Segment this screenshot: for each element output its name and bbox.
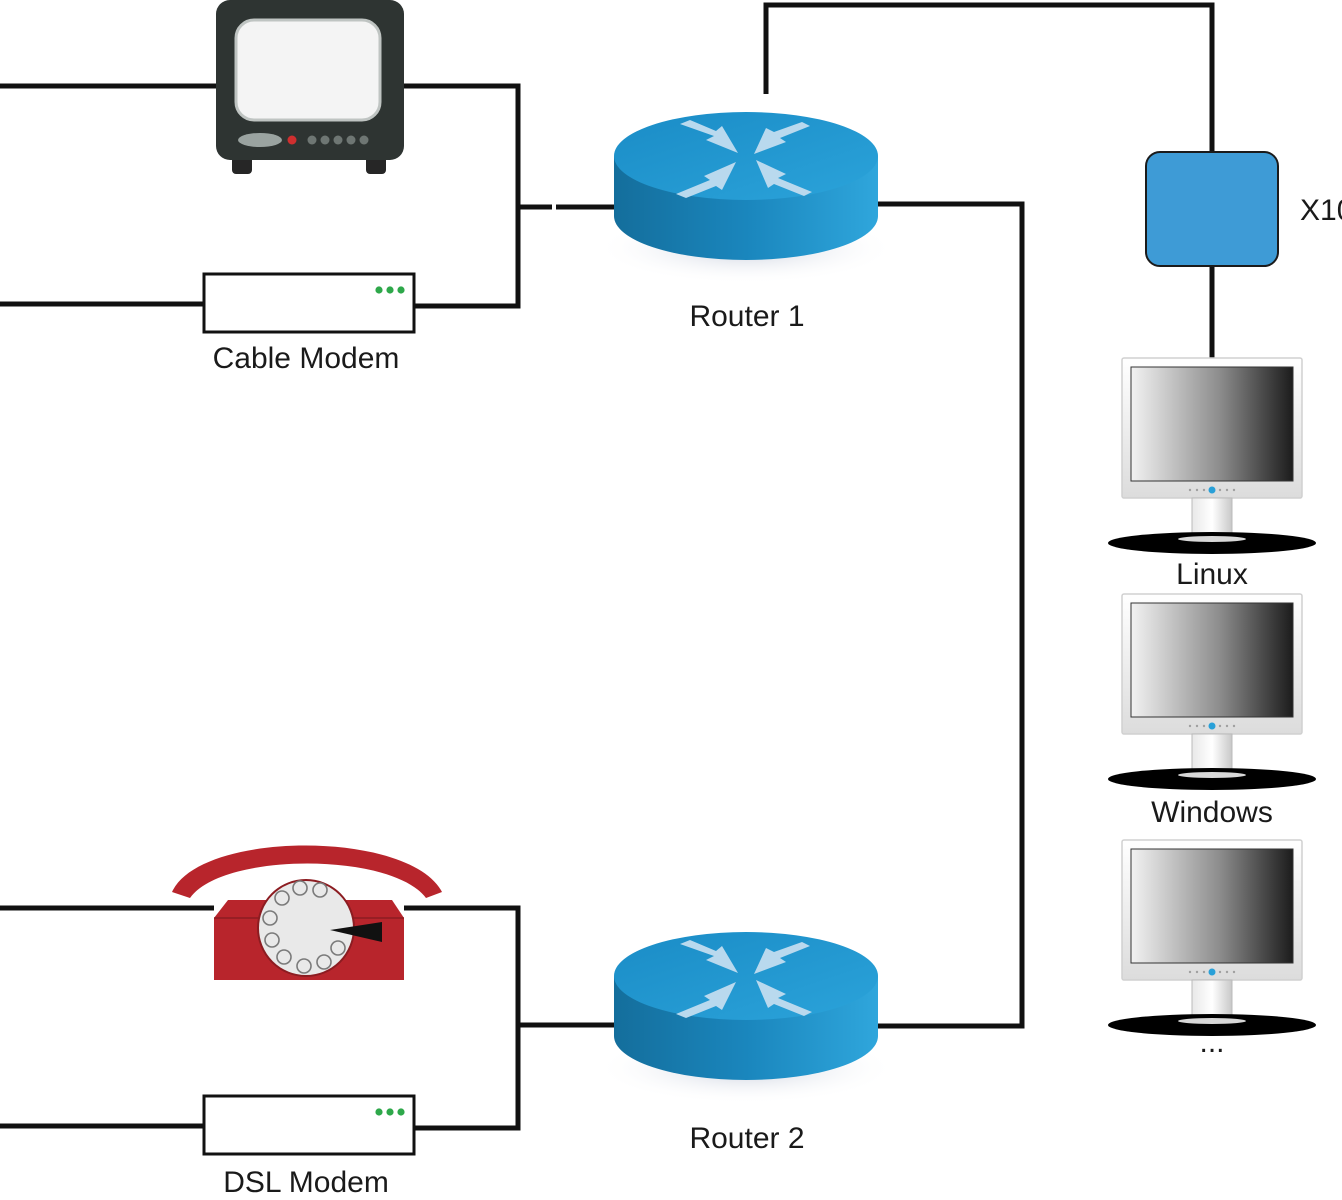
rotary-phone-icon: [172, 845, 442, 980]
cable-modem: Cable Modem: [202, 272, 416, 375]
computer-monitor-icon: [1107, 839, 1317, 1037]
computer-monitor-icon: [1107, 357, 1317, 555]
wire-router1-router2: [878, 201, 1025, 1029]
windows-computer: Windows: [1107, 593, 1317, 829]
router-1: Router 1: [596, 112, 896, 333]
modem-icon: [202, 1094, 416, 1156]
dsl-modem: DSL Modem: [202, 1094, 416, 1199]
windows-label: Windows: [1151, 796, 1273, 829]
wire-router1-x10: [763, 2, 1215, 152]
linux-computer: Linux: [1107, 357, 1317, 591]
x10-module-icon: [1145, 151, 1279, 267]
router-icon: [596, 932, 896, 1104]
x10-label: X10: [1300, 194, 1342, 227]
wire-tv-right: [402, 83, 521, 309]
other-computer: ...: [1107, 839, 1317, 1059]
more-label: ...: [1199, 1026, 1224, 1059]
cable-modem-label: Cable Modem: [213, 342, 400, 375]
computer-monitor-icon: [1107, 593, 1317, 791]
router-2: Router 2: [596, 932, 896, 1155]
wires: [0, 2, 1215, 1131]
router-1-label: Router 1: [689, 300, 804, 333]
x10-module: X10: [1145, 151, 1342, 267]
television-icon: [216, 0, 404, 174]
dsl-modem-label: DSL Modem: [223, 1166, 389, 1199]
modem-icon: [202, 272, 416, 334]
router-2-label: Router 2: [689, 1122, 804, 1155]
linux-label: Linux: [1176, 558, 1248, 591]
wire-phone-right: [404, 905, 521, 1131]
router-icon: [596, 112, 896, 284]
